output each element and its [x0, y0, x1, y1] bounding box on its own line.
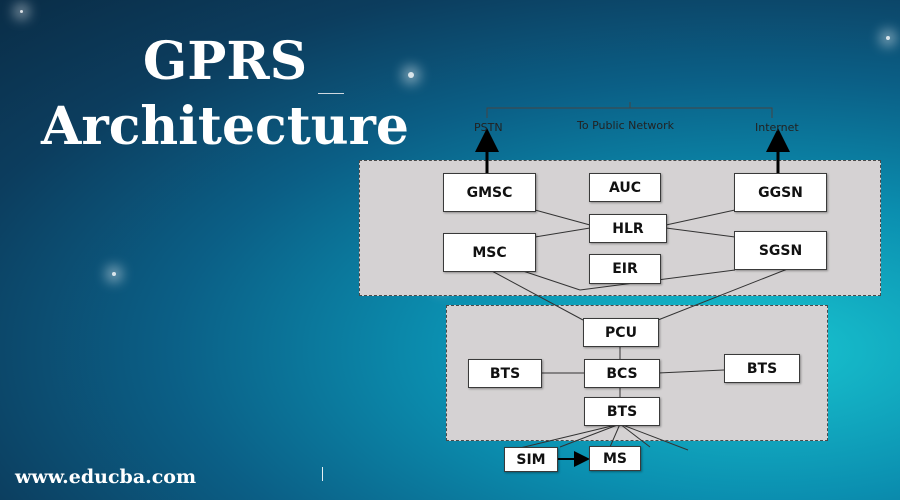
- radio-link: [619, 423, 689, 451]
- bts-right-node: BTS: [724, 354, 800, 383]
- eir-node: EIR: [589, 254, 661, 284]
- ggsn-node: GGSN: [734, 173, 827, 212]
- link-msc-hlr: [534, 227, 591, 238]
- radio-link: [559, 423, 621, 448]
- website-url: www.educba.com: [15, 466, 197, 488]
- public-network-bracket: [486, 107, 773, 118]
- msc-node: MSC: [443, 233, 536, 272]
- sparkle-decoration: [408, 72, 414, 78]
- link-msc-sgsn: [519, 269, 581, 291]
- internet-label: Internet: [755, 121, 799, 134]
- pstn-label: PSTN: [474, 121, 503, 134]
- title-cursor-mark: [318, 93, 344, 94]
- auc-node: AUC: [589, 173, 661, 202]
- sparkle-decoration: [20, 10, 23, 13]
- pcu-node: PCU: [583, 318, 659, 347]
- page-title-line2: Architecture: [40, 96, 410, 157]
- link-sgsn-pcu: [657, 267, 791, 321]
- link-hlr-ggsn: [665, 209, 736, 226]
- link-hlr-sgsn: [665, 227, 736, 238]
- page-title-line1: GPRS: [142, 31, 308, 92]
- sparkle-decoration: [112, 272, 116, 276]
- link-bcs-btsright: [657, 369, 725, 374]
- bts-left-node: BTS: [468, 359, 542, 388]
- hlr-node: HLR: [589, 214, 667, 243]
- sim-node: SIM: [504, 447, 558, 472]
- radio-link: [609, 423, 621, 448]
- sparkle-decoration: [886, 36, 890, 40]
- radio-link: [619, 423, 651, 448]
- bcs-node: BCS: [584, 359, 660, 388]
- public-network-label: To Public Network: [577, 119, 675, 132]
- radio-link: [519, 423, 621, 449]
- ms-node: MS: [589, 446, 641, 471]
- sgsn-node: SGSN: [734, 231, 827, 270]
- bts-bottom-node: BTS: [584, 397, 660, 426]
- link-gmsc-hlr: [534, 209, 591, 226]
- link-msc-pcu: [489, 269, 584, 321]
- divider-mark: [322, 467, 323, 481]
- gmsc-node: GMSC: [443, 173, 536, 212]
